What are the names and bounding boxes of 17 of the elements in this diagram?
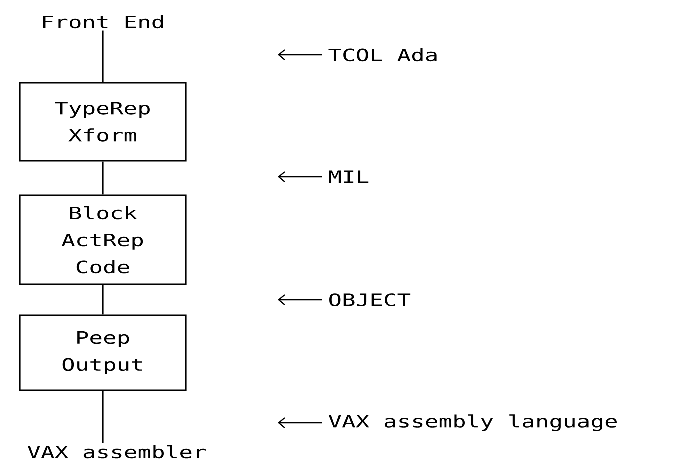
connector-line [102,162,104,195]
arrow [278,418,322,428]
process-box: Block ActRep Code [19,194,187,286]
representation-label: TCOL Ada [328,48,437,62]
representation-label: MIL [329,170,369,184]
representation-label: OBJECT [330,294,411,306]
stage-text: VAX assembler [28,445,206,459]
connector-line [102,391,104,444]
arrow [278,50,322,60]
connector-line [102,285,104,315]
process-box: TypeRep Xform [19,82,187,162]
process-box: Peep Output [19,314,187,392]
representation-label: VAX assembly language [328,414,617,432]
arrow [278,294,322,306]
arrow [278,172,322,182]
connector-line [102,30,104,82]
stage-text: Front End [43,15,164,29]
